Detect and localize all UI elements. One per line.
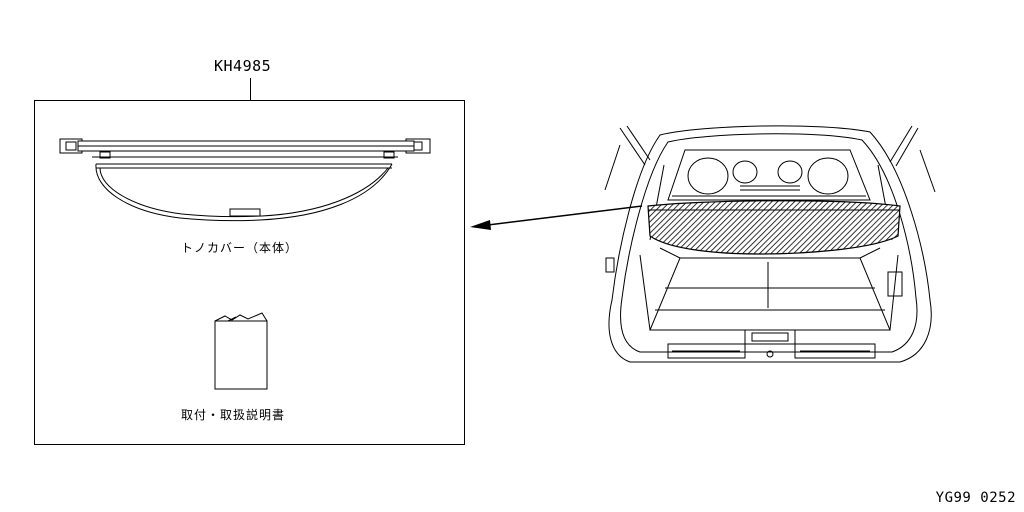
part-number-leader-line: [250, 78, 251, 101]
illustration-code: YG99 0252: [935, 490, 1016, 506]
vehicle-rear-view-drawing: [604, 125, 936, 363]
part-number: KH4985: [214, 57, 272, 75]
manual-label: 取付・取扱説明書: [181, 408, 286, 422]
tonneau-cover-drawing: [59, 138, 431, 222]
manual-booklet-drawing: [214, 312, 268, 390]
kit-contents-box: [34, 100, 465, 445]
pointer-arrow: [470, 205, 643, 230]
tonneau-cover-label: トノカバー（本体）: [181, 241, 299, 255]
